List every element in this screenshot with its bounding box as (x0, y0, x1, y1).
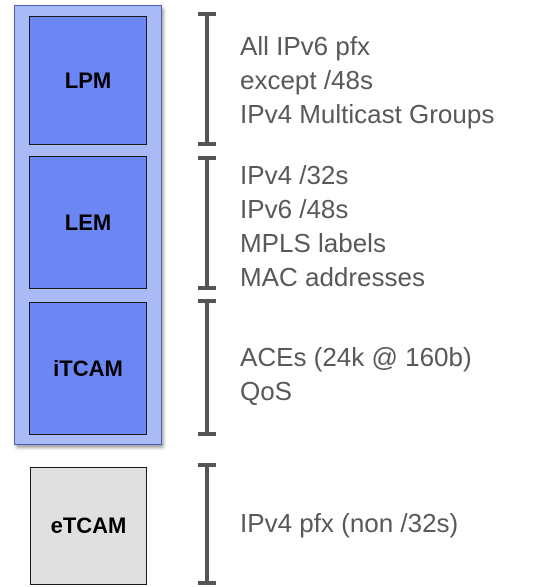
lem-label: LEM (64, 209, 112, 235)
lem-bracket (198, 156, 216, 290)
etcam-line: IPv4 pfx (non /32s) (240, 508, 459, 538)
itcam-line: QoS (240, 376, 293, 406)
lem-line: MPLS labels (240, 228, 386, 258)
etcam-label: eTCAM (50, 513, 127, 538)
lpm-line: IPv4 Multicast Groups (240, 99, 495, 129)
etcam-description: IPv4 pfx (non /32s) (240, 506, 458, 540)
etcam-bracket (198, 463, 216, 585)
lem-description: IPv4 /32s IPv6 /48s MPLS labels MAC addr… (240, 158, 425, 294)
lpm-line: except /48s (240, 65, 373, 95)
itcam-block: iTCAM (29, 302, 147, 435)
lpm-line: All IPv6 pfx (240, 31, 371, 61)
lem-line: MAC addresses (240, 262, 425, 292)
lpm-bracket (198, 12, 216, 146)
itcam-label: iTCAM (53, 355, 123, 381)
lem-block: LEM (29, 156, 147, 289)
lpm-block: LPM (29, 16, 147, 145)
lpm-description: All IPv6 pfx except /48s IPv4 Multicast … (240, 29, 494, 131)
itcam-bracket (198, 299, 216, 436)
itcam-description: ACEs (24k @ 160b) QoS (240, 340, 472, 408)
lpm-label: LPM (64, 67, 112, 93)
lem-line: IPv4 /32s (240, 160, 349, 190)
etcam-block: eTCAM (30, 467, 147, 585)
lem-line: IPv6 /48s (240, 194, 349, 224)
itcam-line: ACEs (24k @ 160b) (240, 342, 472, 372)
